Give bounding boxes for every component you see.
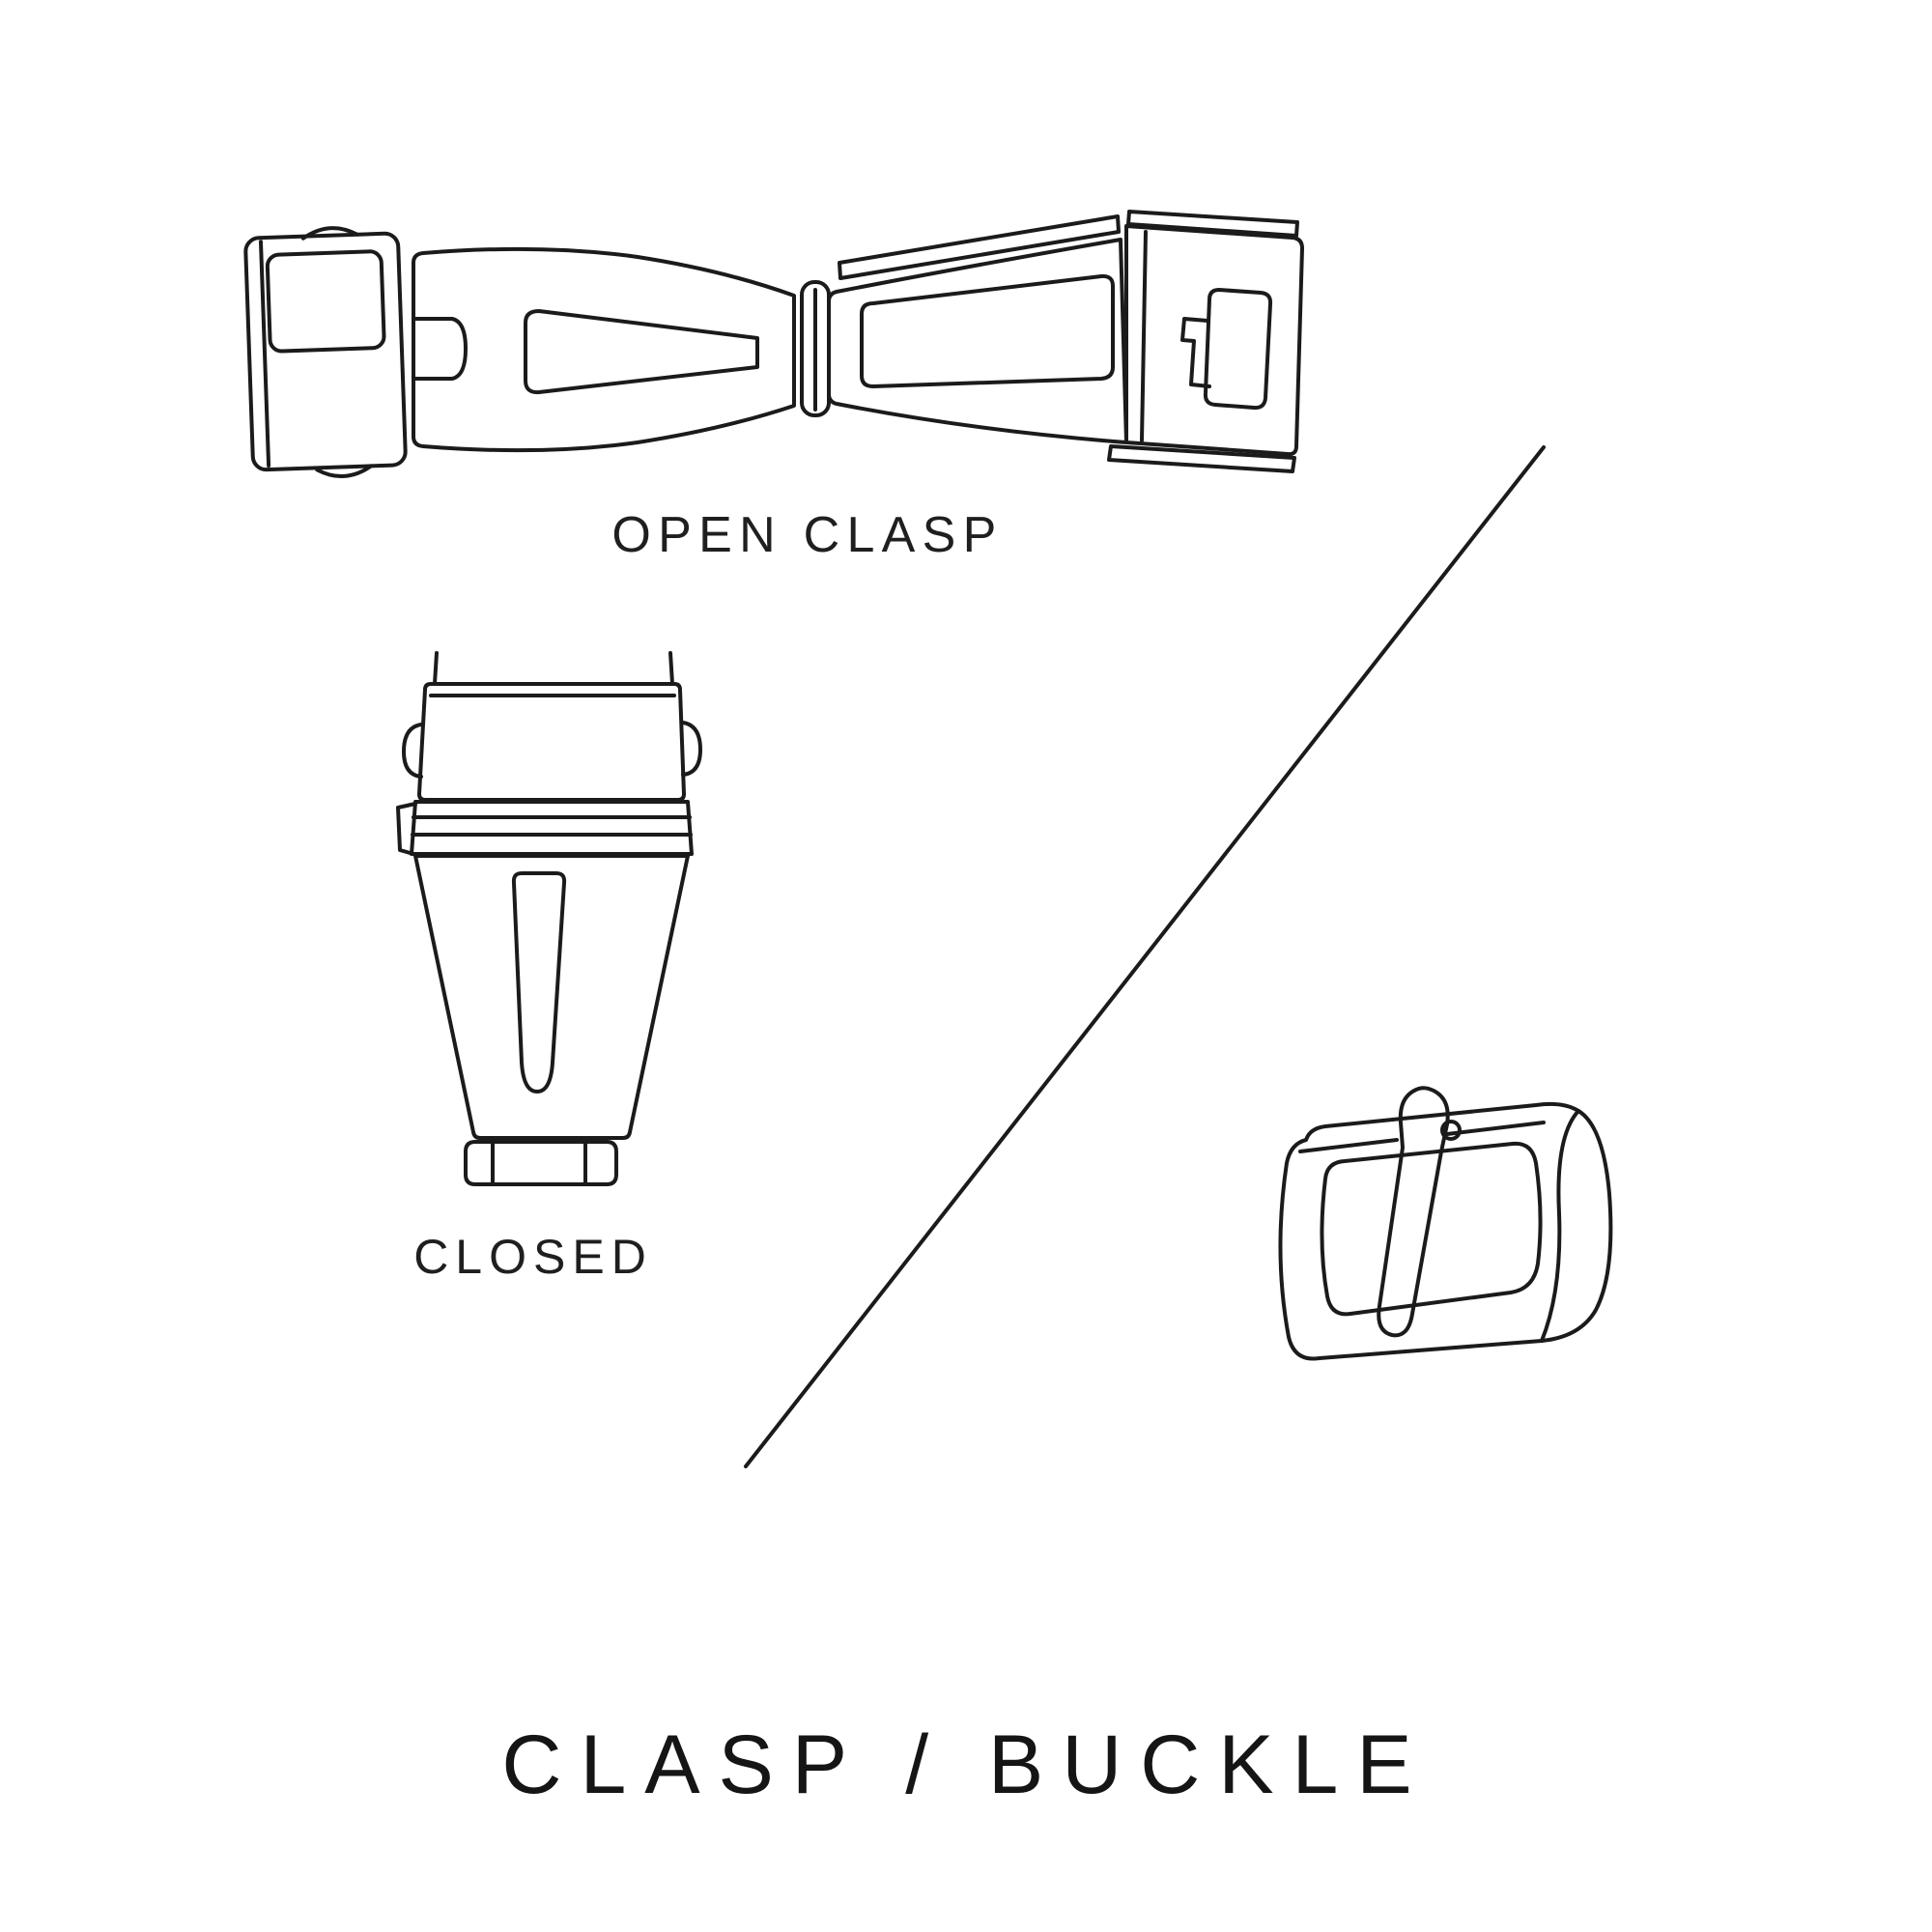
closed-clasp-slot [511,871,567,1094]
buckle-frame-depth-curve [1540,1109,1580,1343]
open-clasp-label: OPEN CLASP [611,507,1004,563]
closed-clasp-prong-left [433,651,439,686]
open-clasp-end-plate-flange [1126,210,1299,238]
open-clasp-right-arm-window [860,273,1115,388]
buckle-illustration [1278,1086,1613,1361]
buckle-pin-loop [1440,1120,1462,1141]
open-clasp-left-cover-bump-bottom [315,464,374,478]
open-clasp-left-cover [243,226,408,478]
open-clasp-catch-hook [1180,317,1211,388]
buckle-prong [1377,1086,1450,1338]
closed-clasp-bottom-cap [464,1140,618,1186]
closed-clasp-body [413,854,690,1140]
buckle-frame-outer [1278,1101,1613,1361]
open-clasp-right-arm [827,238,1128,444]
buckle-pin-left [1298,1138,1399,1153]
divider-line [744,445,1546,1468]
closed-clasp-ear-left [402,723,423,779]
open-clasp-left-cover-fold-line [258,240,271,469]
open-clasp-illustration [243,210,1304,478]
open-clasp-right-arm-spring-blade [838,214,1121,280]
open-clasp-left-arm [412,246,796,453]
buckle-frame-inner-window [1320,1141,1543,1317]
page-title: CLASP / BUCKLE [501,1719,1431,1811]
open-clasp-end-plate-fold-line [1140,230,1148,442]
open-clasp-bottom-strip [1107,444,1296,473]
open-clasp-left-arm-notch [412,317,468,381]
closed-label: CLOSED [413,1230,653,1284]
closed-clasp-top-box [417,682,686,802]
open-clasp-left-arm-window [524,309,759,395]
open-clasp-left-cover-inner [265,249,386,354]
open-clasp-left-cover-outer [243,231,408,472]
closed-clasp-illustration [396,651,702,1186]
closed-clasp-ear-right [681,721,702,777]
open-clasp-end-plate [1124,224,1304,457]
closed-clasp-side-notch [396,802,417,856]
closed-clasp-band-block [410,800,694,856]
divider-diagonal [744,445,1546,1468]
open-clasp-catch-slot [1203,288,1273,411]
buckle-pin-right [1445,1121,1546,1136]
closed-clasp-prong-right [668,651,674,686]
